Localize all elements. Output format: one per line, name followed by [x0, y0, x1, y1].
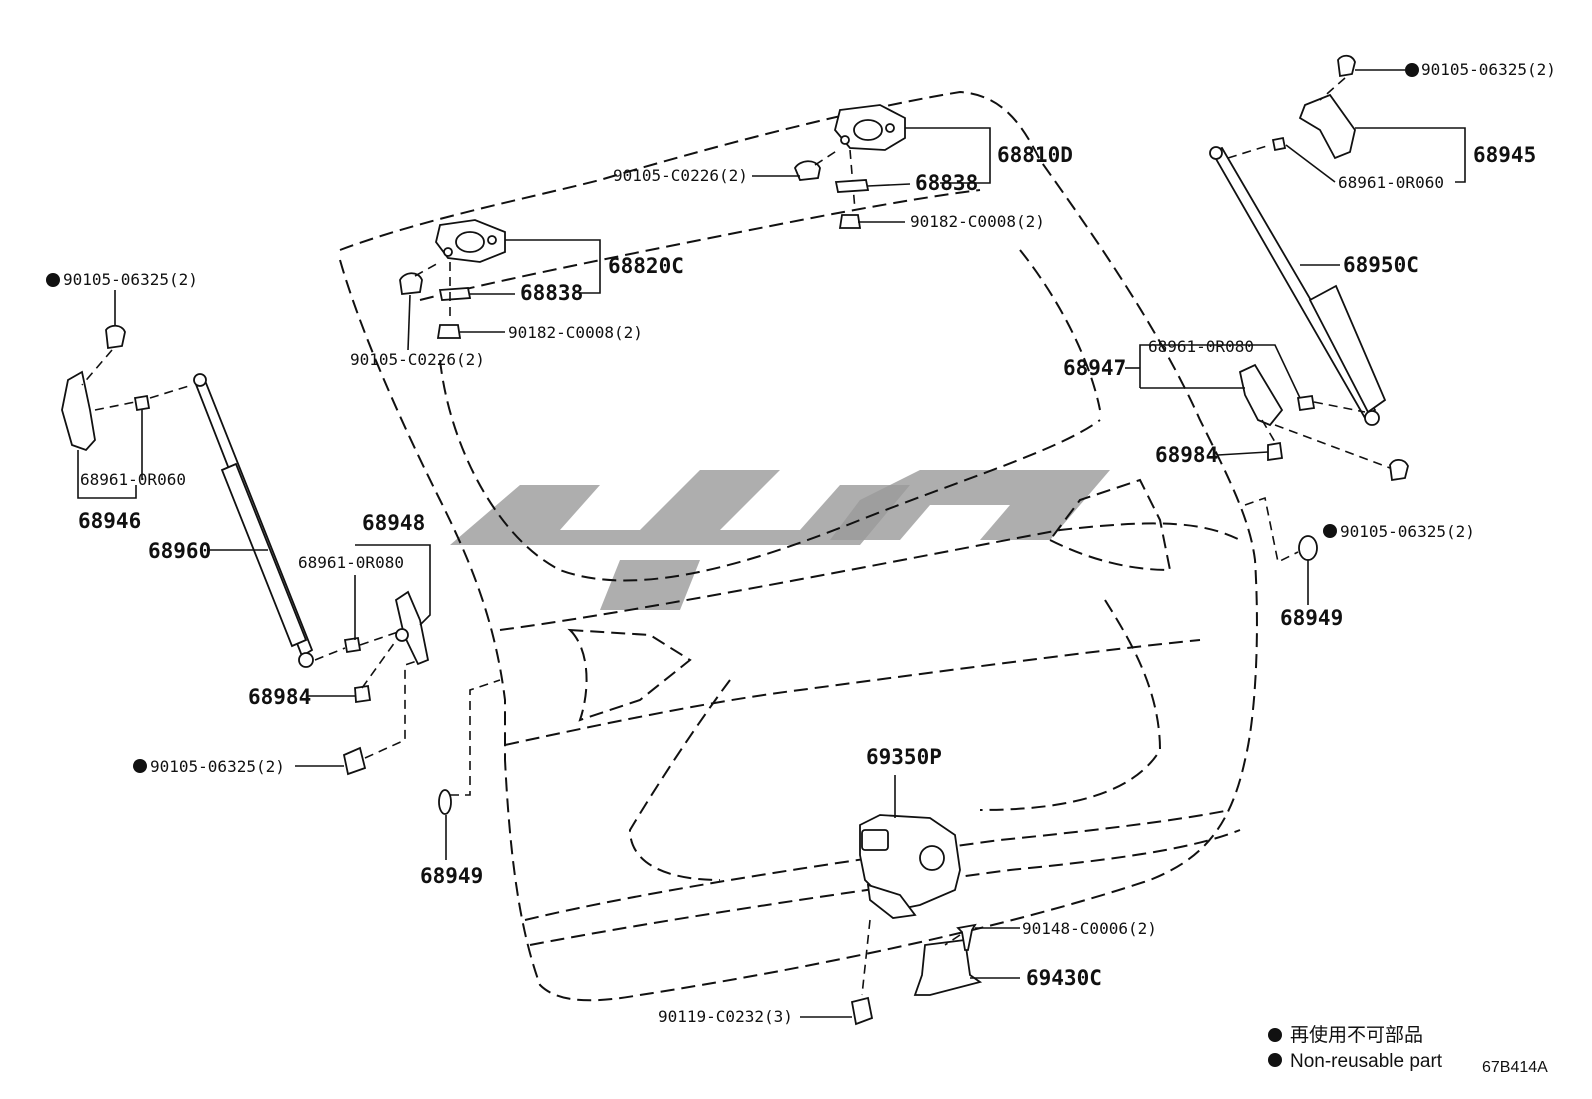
- label-90105-C0226-mid: 90105-C0226(2): [350, 350, 485, 369]
- tailgate-body: [339, 90, 1258, 1002]
- label-68961-0R060-r: 68961-0R060: [1338, 173, 1444, 192]
- label-68949-l: 68949: [420, 864, 483, 888]
- bolt-90119-C0232: [850, 996, 874, 1026]
- label-68838-top: 68838: [915, 171, 978, 195]
- pin-68961-0R060-r: [1271, 136, 1287, 152]
- bracket-68945: [1227, 54, 1356, 160]
- label-68949-r: 68949: [1280, 606, 1343, 630]
- lock-69350P: [850, 814, 961, 1026]
- label-90105-06325-tr: 90105-06325(2): [1421, 60, 1556, 79]
- bolt-90105-06325-bl: [342, 746, 367, 776]
- legend-english: Non-reusable part: [1290, 1051, 1443, 1072]
- label-68961-0R080-r: 68961-0R080: [1148, 337, 1254, 356]
- hinge-68810D: [793, 104, 906, 229]
- label-90105-06325-l: 90105-06325(2): [63, 270, 198, 289]
- strut-68960: [193, 373, 314, 668]
- label-68961-0R080-l: 68961-0R080: [298, 553, 404, 572]
- pin-68961-0R080-l: [343, 636, 362, 654]
- legend-japanese: 再使用不可部品: [1290, 1024, 1423, 1046]
- label-90182-C0008-top: 90182-C0008(2): [910, 212, 1045, 231]
- nut-68984-l: [354, 684, 372, 704]
- bolt-90105-06325-r: [1389, 458, 1409, 482]
- bolt-90105-C0226-top: [793, 160, 821, 181]
- shim-68838-top: [834, 179, 870, 193]
- bracket-68948: [314, 590, 501, 815]
- label-90148-C0006: 90148-C0006(2): [1022, 919, 1157, 938]
- shim-68838-mid: [438, 287, 472, 301]
- label-68950C: 68950C: [1343, 253, 1419, 277]
- label-68984-l: 68984: [248, 685, 311, 709]
- label-68945: 68945: [1473, 143, 1536, 167]
- legend: 再使用不可部品 Non-reusable part 67B414A: [1290, 1024, 1548, 1076]
- label-69430C: 69430C: [1026, 966, 1102, 990]
- striker-69430C: [913, 923, 983, 996]
- nut-90182-C0008-top: [838, 214, 862, 229]
- pin-68961-0R080-r: [1296, 394, 1316, 412]
- strut-68950C: [1209, 146, 1387, 426]
- label-90105-06325-bl: 90105-06325(2): [150, 757, 285, 776]
- part-labels: 68810D 68838 90105-C0226(2) 90182-C0008(…: [63, 60, 1556, 1026]
- label-69350P: 69350P: [866, 745, 942, 769]
- label-68947: 68947: [1063, 356, 1126, 380]
- bolt-90105-C0226-mid: [399, 272, 423, 295]
- label-68838-mid: 68838: [520, 281, 583, 305]
- bracket-68946: [61, 324, 193, 452]
- leader-lines: [77, 69, 1466, 1018]
- screw-90148-C0006: [956, 923, 977, 951]
- nut-68984-r: [1267, 441, 1284, 462]
- label-68810D: 68810D: [997, 143, 1073, 167]
- bracket-68947: [1238, 363, 1409, 564]
- non-reusable-markers: [46, 63, 1419, 1067]
- hinge-68820C: [399, 219, 506, 339]
- label-68948: 68948: [362, 511, 425, 535]
- diagram-code: 67B414A: [1482, 1059, 1548, 1076]
- pin-68961-0R060-l: [133, 394, 151, 412]
- bolt-90105-06325-l: [105, 324, 126, 350]
- grommet-68949-r: [1298, 535, 1318, 561]
- label-68960: 68960: [148, 539, 211, 563]
- label-90182-C0008-mid: 90182-C0008(2): [508, 323, 643, 342]
- grommet-68949-l: [438, 789, 452, 815]
- nut-90182-C0008-mid: [436, 324, 462, 339]
- bolt-90105-06325-tr: [1337, 54, 1356, 78]
- watermark-logo: [450, 470, 1110, 610]
- label-90105-06325-r: 90105-06325(2): [1340, 522, 1475, 541]
- label-90105-C0226-top: 90105-C0226(2): [613, 166, 748, 185]
- label-90119-C0232: 90119-C0232(3): [658, 1007, 793, 1026]
- label-68946: 68946: [78, 509, 141, 533]
- label-68961-0R060-l: 68961-0R060: [80, 470, 186, 489]
- label-68984-r: 68984: [1155, 443, 1218, 467]
- label-68820C: 68820C: [608, 254, 684, 278]
